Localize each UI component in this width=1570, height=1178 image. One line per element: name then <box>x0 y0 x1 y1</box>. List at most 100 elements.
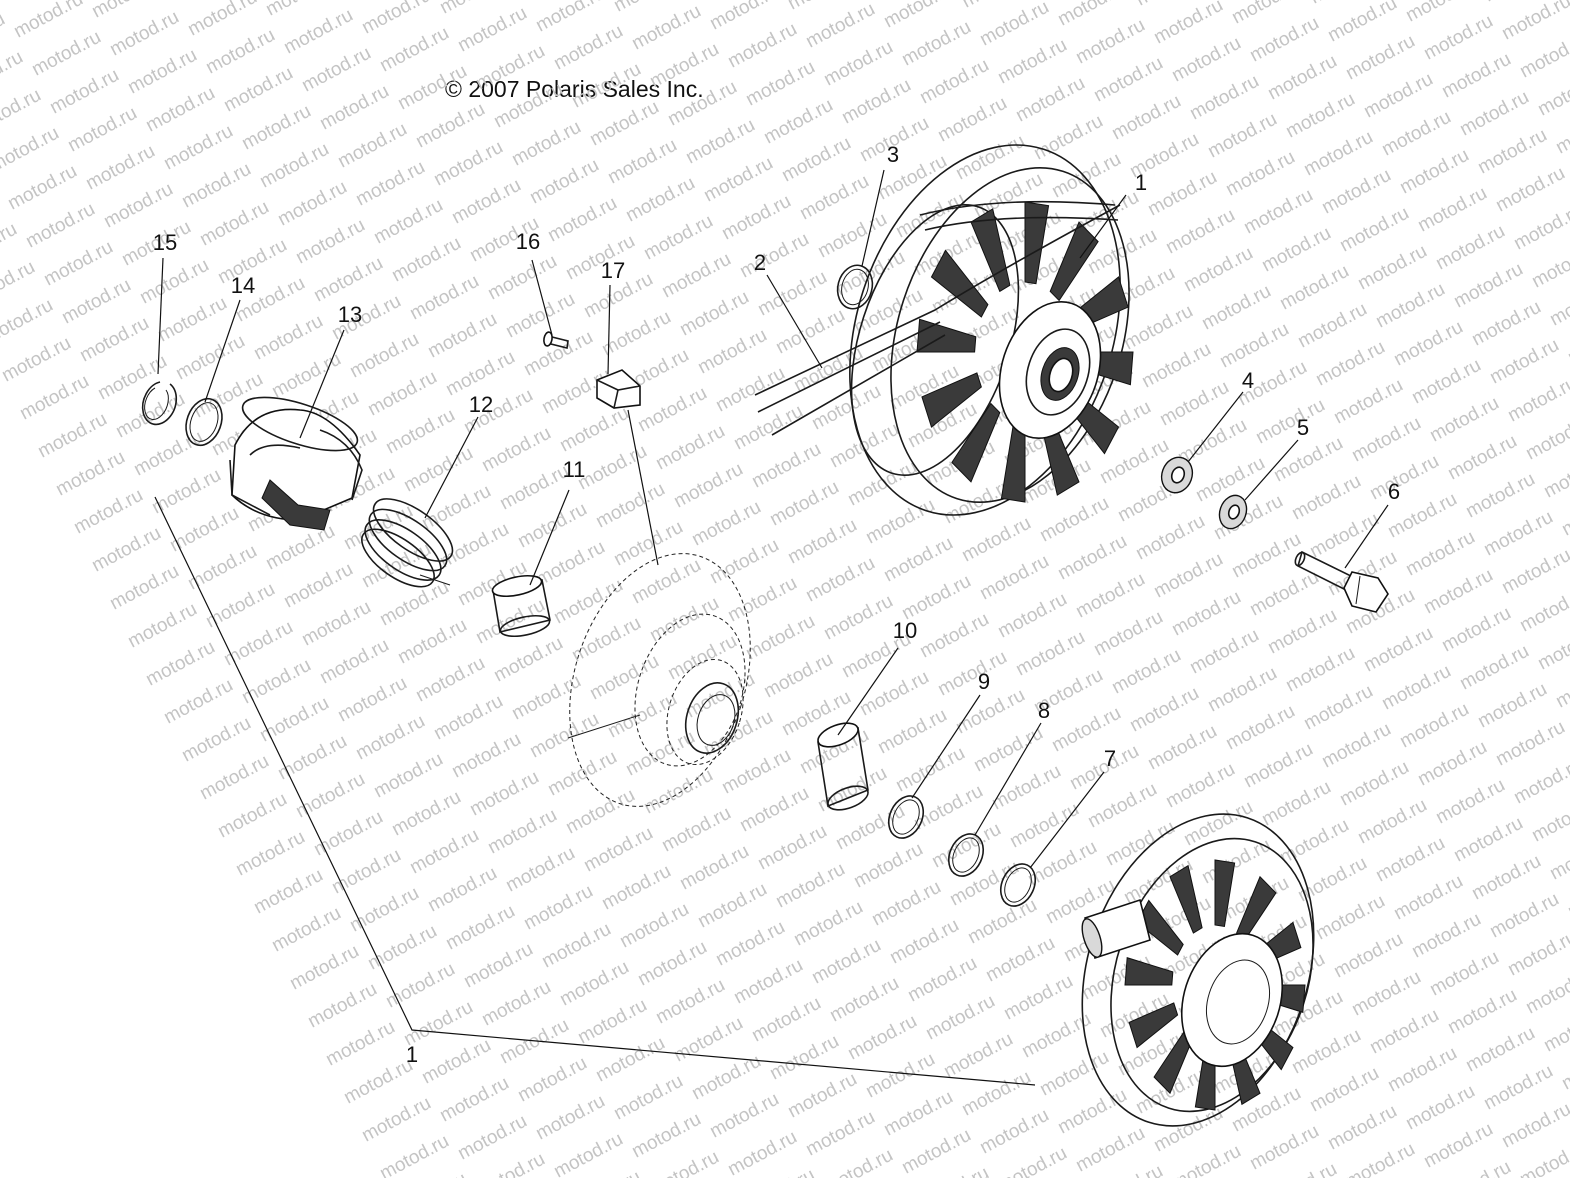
watermark-text: motod.ru <box>352 711 428 765</box>
watermark-text: motod.ru <box>694 879 770 933</box>
watermark-text: motod.ru <box>1438 603 1514 657</box>
watermark-text: motod.ru <box>358 539 434 593</box>
watermark-text: motod.ru <box>1510 201 1570 255</box>
callout-8: 8 <box>1038 698 1050 723</box>
watermark-text: motod.ru <box>514 499 590 553</box>
watermark-text: motod.ru <box>1348 967 1424 1021</box>
callout-3: 3 <box>887 142 899 167</box>
watermark-text: motod.ru <box>292 769 368 823</box>
watermark-text: motod.ru <box>1306 1063 1382 1117</box>
watermark-text: motod.ru <box>1408 355 1484 409</box>
watermark-text: motod.ru <box>502 289 578 343</box>
watermark-text: motod.ru <box>952 131 1028 185</box>
watermark-text: motod.ru <box>850 839 926 893</box>
watermark-text: motod.ru <box>448 729 524 783</box>
watermark-text: motod.ru <box>964 895 1040 949</box>
watermark-text: motod.ru <box>412 653 488 707</box>
watermark-text: motod.ru <box>556 403 632 457</box>
watermark-text: motod.ru <box>1396 699 1472 753</box>
watermark-text: motod.ru <box>1246 1121 1322 1175</box>
watermark-text: motod.ru <box>34 409 110 463</box>
part-5-washer <box>1218 494 1248 530</box>
watermark-text: motod.ru <box>1168 33 1244 87</box>
watermark-text: motod.ru <box>1108 645 1184 699</box>
watermark-text: motod.ru <box>658 249 734 303</box>
watermark-text: motod.ru <box>1240 739 1316 793</box>
watermark-text: motod.ru <box>496 1015 572 1069</box>
watermark-text: motod.ru <box>802 0 878 52</box>
watermark-text: motod.ru <box>280 5 356 59</box>
watermark-text: motod.ru <box>1366 451 1442 505</box>
watermark-text: motod.ru <box>664 631 740 685</box>
watermark-text: motod.ru <box>148 465 224 519</box>
watermark-text: motod.ru <box>1252 395 1328 449</box>
watermark-text: motod.ru <box>532 1091 608 1145</box>
watermark-text: motod.ru <box>316 81 392 135</box>
watermark-text: motod.ru <box>220 617 296 671</box>
watermark-text: motod.ru <box>82 141 158 195</box>
watermark-text: motod.ru <box>1264 51 1340 105</box>
watermark-text: motod.ru <box>982 933 1058 987</box>
watermark-text: motod.ru <box>388 233 464 287</box>
watermark-text: motod.ru <box>166 503 242 557</box>
watermark-text: motod.ru <box>1318 165 1394 219</box>
watermark-text: motod.ru <box>334 673 410 727</box>
watermark-text: motod.ru <box>802 553 878 607</box>
watermark-text: motod.ru <box>1132 511 1208 565</box>
watermark-text: motod.ru <box>280 559 356 613</box>
watermark-text: motod.ru <box>730 955 806 1009</box>
watermark-text: motod.ru <box>1402 527 1478 581</box>
watermark-text: motod.ru <box>514 1053 590 1107</box>
watermark-text: motod.ru <box>286 941 362 995</box>
watermark-text: motod.ru <box>292 215 368 269</box>
part-12-spring <box>361 498 454 588</box>
watermark-text: motod.ru <box>808 935 884 989</box>
watermark-text: motod.ru <box>1486 335 1562 389</box>
watermark-text: motod.ru <box>706 1089 782 1143</box>
watermark-text: motod.ru <box>274 731 350 785</box>
part-15-snap-ring <box>141 381 178 426</box>
watermark-text: motod.ru <box>1510 755 1570 809</box>
watermark-text: motod.ru <box>1378 107 1454 161</box>
watermark-text: motod.ru <box>802 1107 878 1161</box>
watermark-text: motod.ru <box>610 1071 686 1125</box>
watermark-text: motod.ru <box>772 305 848 359</box>
watermark-text: motod.ru <box>1288 471 1364 525</box>
watermark-text: motod.ru <box>1276 815 1352 869</box>
watermark-text: motod.ru <box>472 41 548 95</box>
watermark-text: motod.ru <box>1372 833 1448 887</box>
watermark-text: motod.ru <box>1180 243 1256 297</box>
watermark-text: motod.ru <box>88 523 164 577</box>
watermark-text: motod.ru <box>64 103 140 157</box>
watermark-text: motod.ru <box>1522 411 1570 465</box>
watermark-text: motod.ru <box>130 427 206 481</box>
watermark-text: motod.ru <box>1000 971 1076 1025</box>
watermark-text: motod.ru <box>1186 71 1262 125</box>
watermark-text: motod.ru <box>1084 225 1160 279</box>
watermark-text: motod.ru <box>646 593 722 647</box>
watermark-text: motod.ru <box>334 119 410 173</box>
watermark-text: motod.ru <box>1120 301 1196 355</box>
sheave-spoke <box>1169 864 1203 934</box>
watermark-text: motod.ru <box>934 647 1010 701</box>
watermark-text: motod.ru <box>1222 701 1298 755</box>
watermark-text: motod.ru <box>52 447 128 501</box>
watermark-text: motod.ru <box>376 577 452 631</box>
watermark-text: motod.ru <box>1486 889 1562 943</box>
watermark-text: motod.ru <box>682 115 758 169</box>
watermark-text: motod.ru <box>394 61 470 115</box>
watermark-text: motod.ru <box>1462 1023 1538 1077</box>
watermark-text: motod.ru <box>550 1129 626 1178</box>
watermark-text: motod.ru <box>496 461 572 515</box>
watermark-text: motod.ru <box>202 25 278 79</box>
watermark-text: motod.ru <box>328 845 404 899</box>
watermark-text: motod.ru <box>1006 799 1082 853</box>
watermark-text: motod.ru <box>1330 929 1406 983</box>
watermark-text: motod.ru <box>1504 927 1570 981</box>
watermark-text: motod.ru <box>688 1051 764 1105</box>
watermark-text: motod.ru <box>646 39 722 93</box>
watermark-text: motod.ru <box>718 191 794 245</box>
watermark-text: motod.ru <box>526 155 602 209</box>
watermark-text: motod.ru <box>1324 0 1400 46</box>
watermark-text: motod.ru <box>304 979 380 1033</box>
